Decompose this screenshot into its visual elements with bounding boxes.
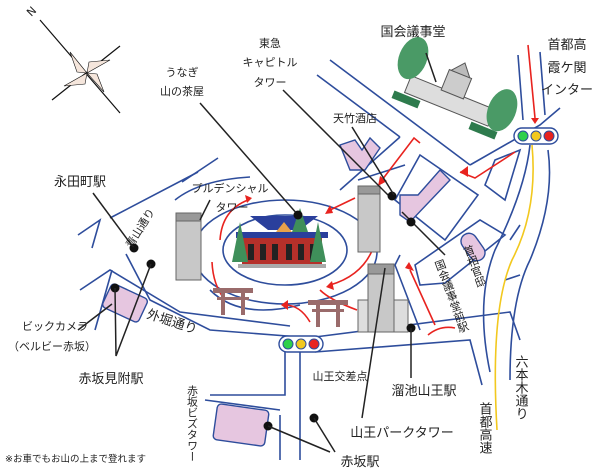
torii-gate-icon — [308, 300, 348, 327]
label-tameike-sanno-station: 溜池山王駅 — [391, 384, 456, 399]
label-sanno-park-tower: 山王パークタワー — [350, 426, 453, 441]
label-shutoko-expressway: 首都高速 — [477, 402, 493, 454]
buildings — [101, 136, 486, 447]
label-bic-camera-1: ビックカメラ — [22, 320, 88, 333]
traffic-light-icon — [513, 127, 559, 145]
label-tentake-saketen: 天竹酒店 — [333, 111, 377, 125]
note-text: ※お車でもお山の上まで登れます — [5, 453, 146, 465]
capitol-tower-icon — [357, 185, 381, 253]
hie-shrine-icon — [232, 208, 328, 268]
route-arrow-from-interchange — [527, 44, 536, 119]
label-unagi-2: 山の茶屋 — [160, 85, 204, 98]
sanno-park-tower-icon — [357, 263, 409, 333]
leader-lines — [77, 52, 446, 453]
arrowhead-icon — [531, 118, 539, 124]
prudential-tower-icon — [175, 212, 202, 281]
label-roppongi-dori: 六本木通り — [513, 355, 529, 420]
label-prudential-1: プルデンシャル — [192, 181, 269, 195]
label-tokyu-capitol-tower-2: キャピトル — [243, 56, 298, 69]
expressway-line — [494, 144, 534, 431]
label-tokyu-capitol-tower-1: 東急 — [259, 36, 281, 50]
compass-rose-icon: N — [24, 4, 121, 114]
north-label: N — [24, 4, 39, 19]
label-shutoko-3: インター — [541, 83, 593, 98]
label-unagi-1: うなぎ — [166, 65, 199, 79]
road-network — [77, 51, 561, 460]
label-shutoko-1: 首都高 — [547, 37, 586, 53]
label-tokyu-capitol-tower-3: タワー — [254, 76, 287, 89]
label-shutoko-2: 霞ケ関 — [547, 61, 586, 76]
label-diet-building: 国会議事堂 — [380, 25, 445, 40]
torii-gate-icon — [213, 288, 253, 315]
national-diet-building-icon — [391, 37, 518, 140]
label-kokkai-gijidomae-station: 国会議事堂前駅 — [432, 257, 471, 335]
label-akasaka-station: 赤坂駅 — [340, 455, 379, 470]
driving-route — [211, 136, 516, 336]
label-prudential-2: タワー — [216, 201, 249, 214]
label-nagatacho-station: 永田町駅 — [54, 175, 106, 190]
label-akasaka-biz-tower: 赤坂ビズタワー — [186, 385, 199, 462]
label-sotobori-dori: 外堀通り — [145, 307, 199, 337]
label-sanno-intersection: 山王交差点 — [313, 369, 368, 383]
label-akasaka-mitsuke-station: 赤坂見附駅 — [78, 372, 143, 387]
label-aoyama-dori: 青山通り — [123, 206, 157, 250]
traffic-light-icon — [278, 335, 324, 353]
label-bic-camera-2: （ベルビー赤坂） — [8, 340, 96, 353]
